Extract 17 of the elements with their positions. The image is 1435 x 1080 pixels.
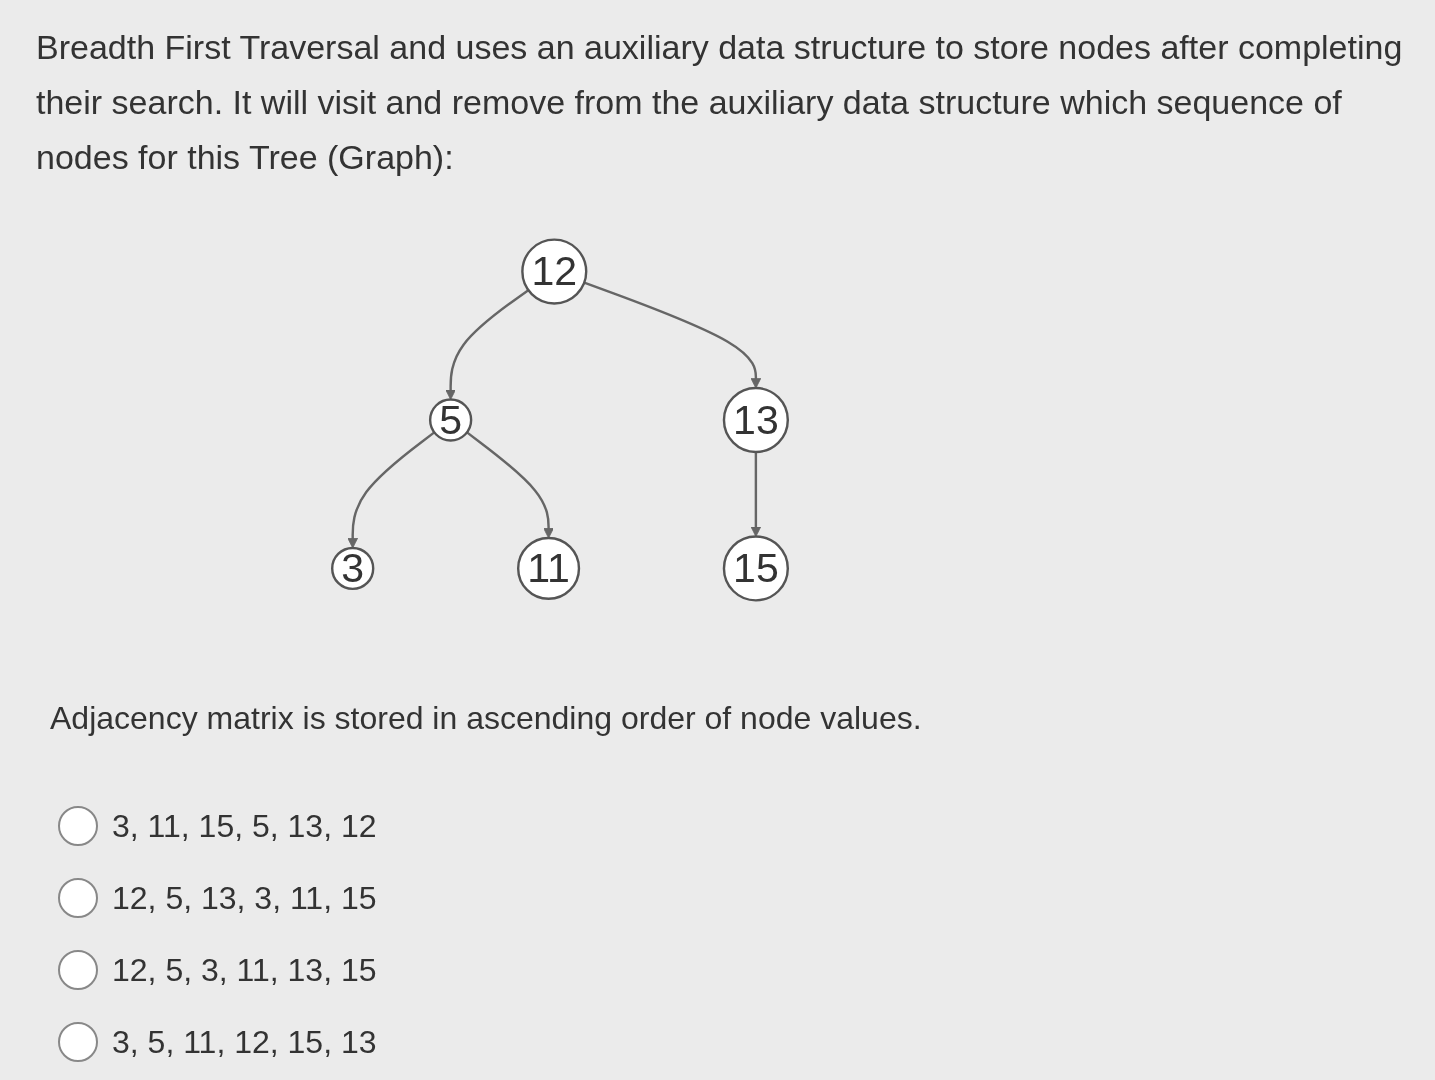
- arrow: [445, 289, 530, 400]
- arrow: [347, 431, 436, 549]
- answer-option: 12, 5, 13, 3, 11, 15: [112, 879, 377, 917]
- arrow: [750, 451, 762, 537]
- node-circle: 11: [517, 536, 581, 600]
- note-text: Adjacency matrix is stored in ascending order of node values.: [50, 700, 922, 737]
- answer-option: 3, 11, 15, 5, 13, 12: [112, 807, 377, 845]
- answer-option: 12, 5, 3, 11, 13, 15: [112, 951, 377, 989]
- node-circle: 15: [722, 535, 789, 602]
- arrow: [466, 431, 554, 539]
- question-text: Breadth First Traversal and uses an auxiliary data structure to store nodes after completing their search. It will visit and remove from the auxiliary data structure which sequence of nodes for this Tree (Graph):: [36, 27, 1404, 178]
- node-circle: 13: [722, 386, 789, 454]
- node-circle: 3: [331, 546, 375, 591]
- arrow: [583, 281, 762, 389]
- node-circle: 5: [428, 398, 473, 442]
- answer-option: 3, 5, 11, 12, 15, 13: [112, 1023, 377, 1061]
- node-circle: 12: [521, 238, 588, 305]
